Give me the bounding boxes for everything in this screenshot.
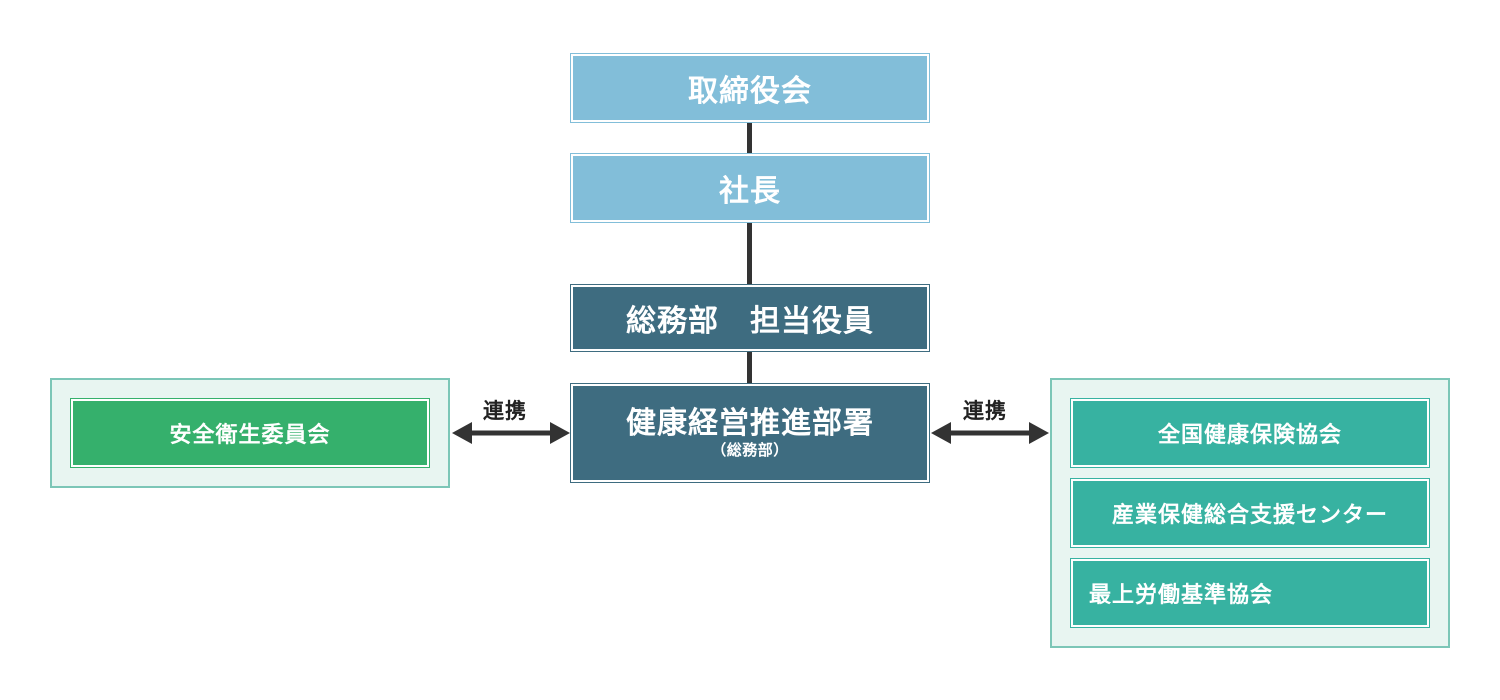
connector-president-officer bbox=[747, 221, 752, 285]
left-double-arrow bbox=[452, 422, 570, 444]
partner-label-1: 全国健康保険協会 bbox=[1157, 423, 1342, 448]
promotion-node: 健康経営推進部署 （総務部） bbox=[570, 383, 930, 483]
officer-node: 総務部 担当役員 bbox=[570, 284, 930, 352]
partner-label-2: 産業保健総合支援センター bbox=[1111, 503, 1388, 528]
board-label: 取締役会 bbox=[688, 74, 812, 109]
partner-label-3: 最上労働基準協会 bbox=[1089, 583, 1274, 608]
partner-node-2: 産業保健総合支援センター bbox=[1070, 478, 1430, 548]
board-node: 取締役会 bbox=[570, 53, 930, 123]
partner-node-3: 最上労働基準協会 bbox=[1070, 558, 1430, 628]
connector-officer-promotion bbox=[747, 350, 752, 384]
partner-node-1: 全国健康保険協会 bbox=[1070, 398, 1430, 468]
left-link-label: 連携 bbox=[483, 399, 527, 423]
committee-label: 安全衛生委員会 bbox=[169, 423, 331, 448]
right-link-label: 連携 bbox=[963, 399, 1007, 423]
promotion-subtitle: （総務部） bbox=[711, 440, 789, 459]
promotion-title: 健康経営推進部署 bbox=[626, 406, 874, 442]
officer-label: 総務部 担当役員 bbox=[626, 304, 874, 339]
committee-node: 安全衛生委員会 bbox=[70, 398, 430, 468]
president-label: 社長 bbox=[719, 174, 781, 209]
right-double-arrow bbox=[931, 422, 1049, 444]
connector-board-president bbox=[747, 121, 752, 155]
president-node: 社長 bbox=[570, 153, 930, 223]
